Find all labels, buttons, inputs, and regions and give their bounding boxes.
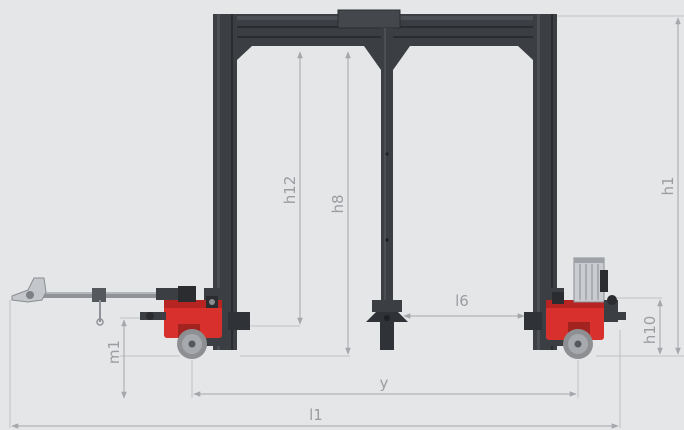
- tow-hitch: [11, 277, 47, 303]
- gantry-frame: [213, 9, 557, 350]
- label-l1: l1: [309, 406, 323, 424]
- extension-lines: [9, 15, 684, 428]
- left-brace: [237, 46, 252, 60]
- top-beam-center-block: [337, 9, 401, 29]
- label-y: y: [380, 374, 389, 392]
- left-wheel-unit: [140, 288, 250, 359]
- label-h1: h1: [659, 176, 677, 195]
- label-m1: m1: [105, 340, 123, 364]
- drive-motor: [573, 257, 605, 303]
- right-wheel-unit: [524, 257, 626, 359]
- label-h10: h10: [641, 316, 659, 345]
- label-h12: h12: [281, 176, 299, 205]
- label-h8: h8: [329, 194, 347, 213]
- tow-bar: [11, 277, 196, 326]
- label-l6: l6: [455, 292, 469, 310]
- dimension-lines: [11, 17, 681, 429]
- right-brace: [518, 46, 533, 60]
